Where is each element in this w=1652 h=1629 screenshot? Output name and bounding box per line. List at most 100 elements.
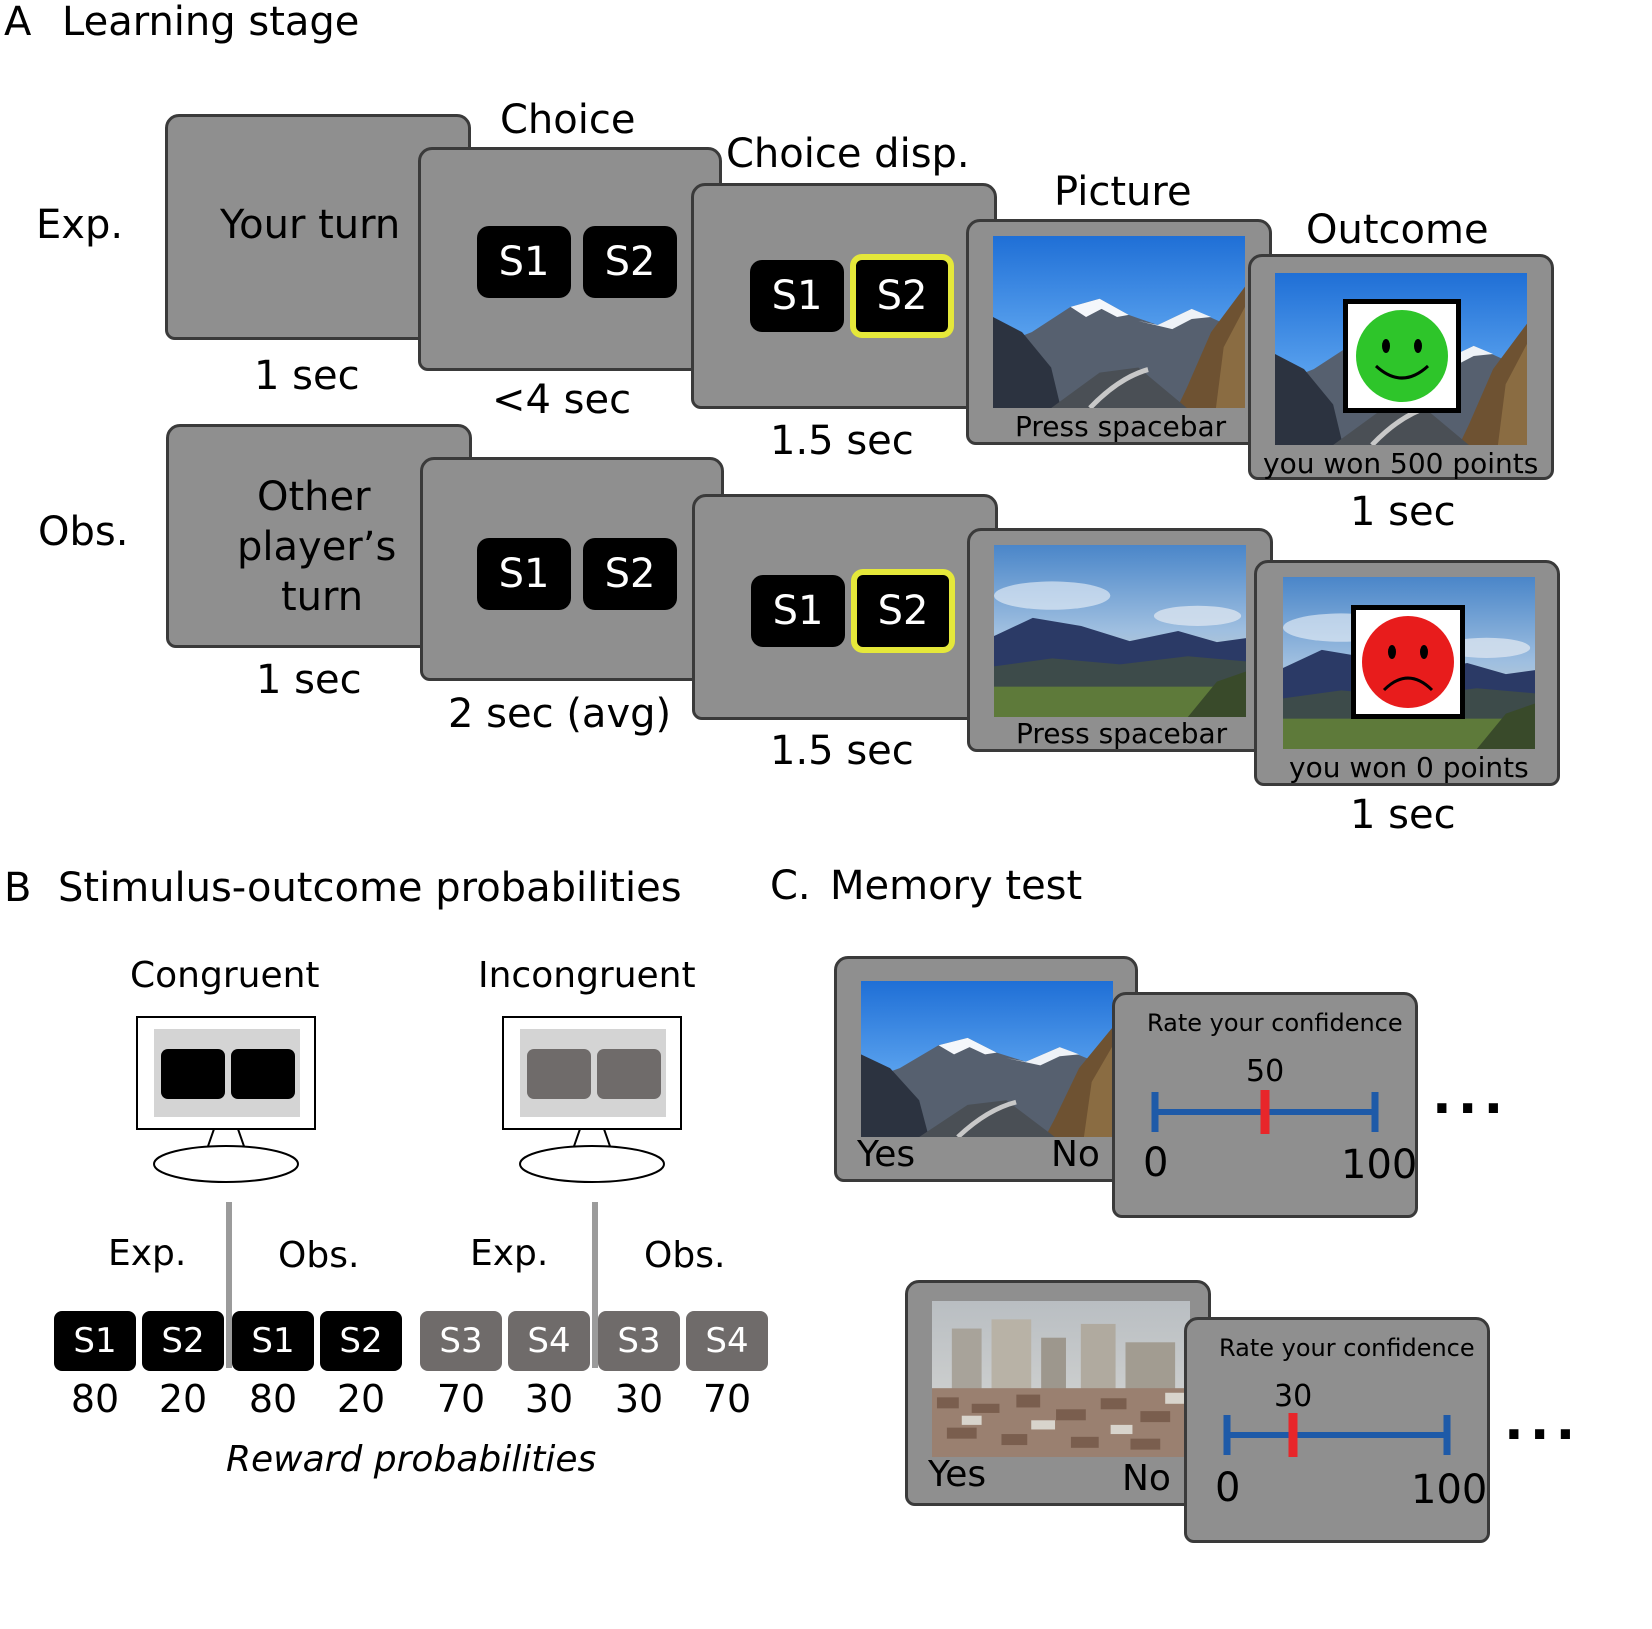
stage-title-picture: Picture [1054,169,1192,215]
obs-turn-line-3: turn [281,574,364,620]
obs-display-stimulus-s1: S1 [751,575,845,647]
incongruent-divider [592,1202,598,1368]
incongruent-obs-label: Obs. [644,1235,726,1276]
memory-trial-1-yes-label: Yes [857,1134,916,1175]
congruent-obs-stimulus-s1: S1 [232,1311,314,1371]
exp-turn-text: Your turn [220,202,401,248]
incongruent-exp-stimulus-s3: S3 [420,1311,502,1371]
panel-b-letter: B [4,865,32,911]
sad-face-icon [1362,616,1454,708]
panel-b-title: Stimulus-outcome probabilities [58,865,682,911]
obs-outcome-text: you won 0 points [1289,751,1529,784]
exp-mountain-photo [993,236,1245,408]
obs-valley-photo [994,545,1246,717]
obs-choice-screen: S1 S2 [420,457,724,681]
prob-congruent-obs-s2: 20 [336,1377,386,1421]
prob-congruent-exp-s1: 80 [70,1377,120,1421]
exp-outcome-text: you won 500 points [1263,447,1539,480]
incongruent-obs-stimulus-s4: S4 [686,1311,768,1371]
exp-duration-turn: 1 sec [254,353,360,399]
panel-c-title: Memory test [830,863,1083,909]
obs-outcome-screen: you won 0 points [1254,560,1560,786]
memory-trial-1-slider-marker[interactable] [1260,1090,1270,1134]
exp-choice-stimulus-s2: S2 [583,226,677,298]
memory-trial-1-continuation: ... [1432,1066,1510,1126]
stage-title-outcome: Outcome [1306,207,1489,253]
memory-trial-2-rating-value: 30 [1274,1379,1313,1414]
exp-duration-choice: <4 sec [492,377,632,423]
memory-trial-2-confidence-screen: Rate your confidence 30 0 100 [1184,1317,1490,1543]
memory-trial-1-scale-max: 100 [1341,1142,1418,1188]
memory-trial-2-picture-screen: Yes No [905,1280,1211,1506]
obs-duration-turn: 1 sec [256,657,362,703]
prob-congruent-exp-s2: 20 [158,1377,208,1421]
exp-choice-stimulus-s1: S1 [477,226,571,298]
exp-display-stimulus-s1: S1 [750,260,844,332]
stage-title-choice-display: Choice disp. [726,131,970,177]
congruent-obs-label: Obs. [278,1235,360,1276]
memory-trial-2-photo [932,1301,1190,1457]
incongruent-exp-label: Exp. [470,1233,549,1274]
incongruent-obs-stimulus-s3: S3 [598,1311,680,1371]
congruent-monitor-icon [136,1016,316,1183]
panel-a-letter: A [4,0,32,45]
exp-outcome-screen: you won 500 points [1248,254,1554,480]
happy-face-card [1343,299,1461,413]
condition-congruent-label: Congruent [130,955,320,996]
exp-display-stimulus-selected: S2 [850,254,954,338]
prob-congruent-obs-s1: 80 [248,1377,298,1421]
obs-duration-choice: 2 sec (avg) [448,691,672,737]
exp-duration-outcome: 1 sec [1350,489,1456,535]
stage-title-choice: Choice [500,97,636,143]
prob-incongruent-exp-s4: 30 [524,1377,574,1421]
memory-trial-1-confidence-screen: Rate your confidence 50 0 100 [1112,992,1418,1218]
exp-picture-prompt: Press spacebar [1015,410,1227,443]
exp-duration-display: 1.5 sec [770,418,914,464]
panel-c-letter: C. [770,863,811,909]
congruent-exp-stimulus-s1: S1 [54,1311,136,1371]
memory-trial-1-picture-screen: Yes No [834,956,1138,1182]
prob-incongruent-obs-s3: 30 [614,1377,664,1421]
memory-trial-1-confidence-slider[interactable] [1145,1087,1385,1137]
obs-turn-line-2: player’s [237,524,397,570]
incongruent-monitor-icon [502,1016,682,1183]
happy-face-icon [1356,310,1448,402]
memory-trial-1-scale-min: 0 [1143,1140,1169,1186]
obs-display-stimulus-selected: S2 [851,569,955,653]
exp-choice-display-screen: S1 S2 [691,183,997,409]
panel-a-title: Learning stage [62,0,360,45]
obs-picture-prompt: Press spacebar [1016,717,1228,750]
congruent-obs-stimulus-s2: S2 [320,1311,402,1371]
incongruent-exp-stimulus-s4: S4 [508,1311,590,1371]
obs-choice-display-screen: S1 S2 [692,494,998,720]
congruent-divider [226,1202,232,1368]
memory-trial-2-yes-label: Yes [928,1454,987,1495]
row-label-obs: Obs. [38,509,129,555]
memory-trial-2-scale-min: 0 [1215,1465,1241,1511]
obs-duration-outcome: 1 sec [1350,792,1456,838]
obs-choice-stimulus-s2: S2 [583,538,677,610]
prob-incongruent-obs-s4: 70 [702,1377,752,1421]
exp-picture-screen: Press spacebar [966,219,1272,445]
memory-trial-1-confidence-prompt: Rate your confidence [1147,1009,1403,1037]
memory-trial-1-no-label: No [1051,1134,1100,1175]
memory-trial-2-scale-max: 100 [1411,1467,1488,1513]
memory-trial-2-no-label: No [1122,1458,1171,1499]
memory-trial-1-photo [861,981,1113,1137]
obs-duration-display: 1.5 sec [770,728,914,774]
prob-incongruent-exp-s3: 70 [436,1377,486,1421]
obs-choice-stimulus-s1: S1 [477,538,571,610]
exp-choice-screen: S1 S2 [418,147,722,371]
sad-face-card [1351,605,1465,719]
condition-incongruent-label: Incongruent [478,955,696,996]
congruent-exp-label: Exp. [108,1233,187,1274]
row-label-exp: Exp. [36,202,124,248]
memory-trial-2-confidence-prompt: Rate your confidence [1219,1334,1475,1362]
memory-trial-1-rating-value: 50 [1246,1054,1285,1089]
memory-trial-2-confidence-slider[interactable] [1217,1410,1457,1460]
memory-trial-2-continuation: ... [1504,1392,1582,1452]
congruent-exp-stimulus-s2: S2 [142,1311,224,1371]
obs-turn-line-1: Other [257,474,371,520]
reward-probabilities-caption: Reward probabilities [226,1439,597,1480]
memory-trial-2-slider-marker[interactable] [1288,1413,1298,1457]
